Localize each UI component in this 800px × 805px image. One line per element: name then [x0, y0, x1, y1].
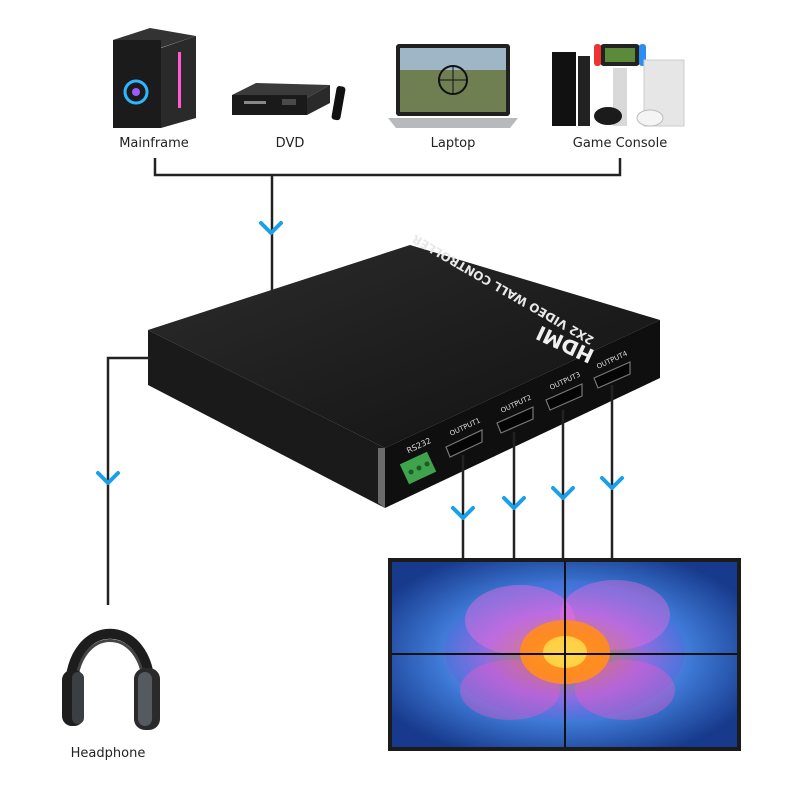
hdmi-port-4 [593, 361, 631, 389]
source-label-laptop: Laptop [431, 136, 476, 151]
video-wall [388, 558, 741, 751]
pc-tower-icon [113, 28, 196, 128]
headphone-icon [62, 628, 160, 730]
output-wiring [106, 356, 614, 605]
arrow-down-icon [600, 476, 624, 490]
laptop-icon [388, 44, 518, 128]
source-label-mainframe: Mainframe [119, 136, 189, 151]
source-label-game-console: Game Console [573, 136, 667, 151]
arrow-down-icon [502, 496, 526, 510]
hdmi-port-1 [445, 429, 483, 458]
arrow-down-icon [451, 506, 475, 520]
headphone-label: Headphone [71, 746, 146, 761]
arrow-down-icon [551, 486, 575, 500]
hdmi-port-2 [496, 406, 534, 434]
dvd-player-icon [232, 83, 346, 121]
arrow-down-icon [96, 471, 120, 485]
rs232-terminal [399, 451, 437, 485]
hdmi-port-3 [545, 383, 583, 411]
source-label-dvd: DVD [276, 136, 305, 151]
game-console-icon [552, 44, 685, 127]
arrow-down-icon [259, 221, 283, 235]
